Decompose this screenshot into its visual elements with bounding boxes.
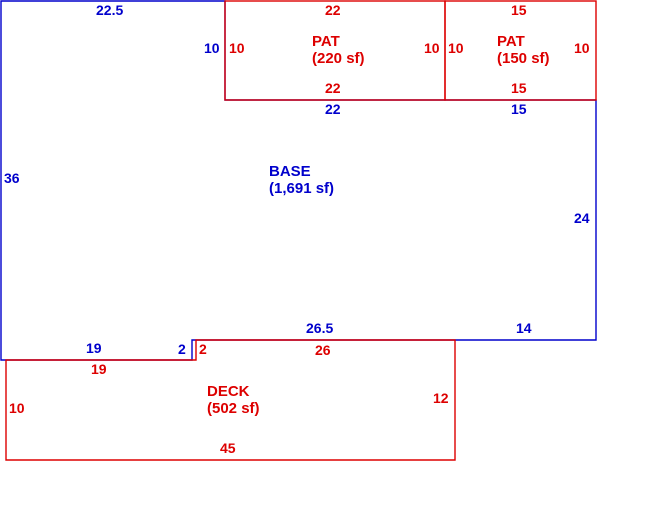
- deck-name: DECK: [207, 383, 250, 400]
- patio-2-outline: [444, 0, 597, 101]
- patio-1-name: PAT: [312, 33, 340, 50]
- base-under-patio-2-dimension: 15: [511, 101, 527, 117]
- patio-1-top-dimension: 22: [325, 2, 341, 18]
- base-area-label: BASE (1,691 sf): [269, 163, 334, 197]
- deck-step-dimension: 2: [199, 341, 207, 357]
- base-area: (1,691 sf): [269, 180, 335, 197]
- base-lower-step-dimension: 26.5: [306, 320, 334, 336]
- base-right-dimension: 24: [574, 210, 590, 226]
- deck-bottom-dimension: 45: [220, 440, 236, 456]
- patio-2-left-dimension: 10: [448, 40, 464, 56]
- deck-area: (502 sf): [207, 400, 260, 417]
- patio-1-bottom-dimension: 22: [325, 80, 341, 96]
- patio-1-left-dimension: 10: [229, 40, 245, 56]
- patio-1-area: (220 sf): [312, 50, 365, 67]
- base-lower-right-dimension: 14: [516, 320, 532, 336]
- patio-2-top-dimension: 15: [511, 2, 527, 18]
- patio-2-right-dimension: 10: [574, 40, 590, 56]
- patio-1-area-label: PAT (220 sf): [312, 33, 365, 67]
- deck-outline: [5, 339, 456, 461]
- deck-left-dimension: 10: [9, 400, 25, 416]
- patio-2-name: PAT: [497, 33, 525, 50]
- base-under-patio-1-dimension: 22: [325, 101, 341, 117]
- base-bottom-left-dimension: 19: [86, 340, 102, 356]
- patio-2-bottom-dimension: 15: [511, 80, 527, 96]
- deck-top-dimension: 26: [315, 342, 331, 358]
- patio-2-area-label: PAT (150 sf): [497, 33, 550, 67]
- base-inner-left-dimension: 10: [204, 40, 220, 56]
- base-left-dimension: 36: [4, 170, 20, 186]
- patio-1-right-dimension: 10: [424, 40, 440, 56]
- base-name: BASE: [269, 163, 311, 180]
- deck-top-left-dimension: 19: [91, 361, 107, 377]
- base-top-dimension: 22.5: [96, 2, 124, 18]
- deck-right-dimension: 12: [433, 390, 449, 406]
- deck-area-label: DECK (502 sf): [207, 383, 260, 417]
- base-step-dimension: 2: [178, 341, 186, 357]
- patio-2-area: (150 sf): [497, 50, 550, 67]
